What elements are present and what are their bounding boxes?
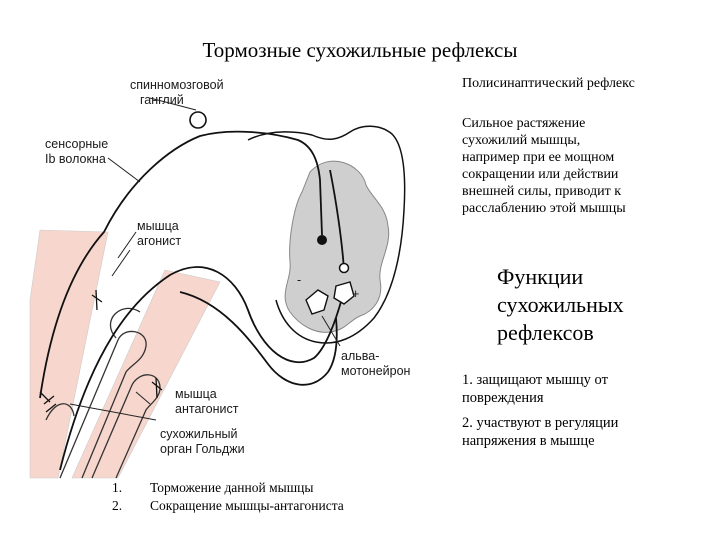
description-line: сухожилий мышцы, — [462, 132, 712, 149]
ganglion-icon — [190, 112, 206, 128]
function-line: повреждения — [462, 389, 712, 407]
function-line: 2. участвуют в регуляции — [462, 414, 712, 432]
excitatory-interneuron-icon — [340, 264, 349, 273]
functions-heading-line: сухожильных — [497, 291, 687, 319]
description-line: внешней силы, приводит к — [462, 183, 712, 200]
description-line: например при ее мощном — [462, 149, 712, 166]
functions-heading-line: Функции — [497, 263, 687, 291]
description-line: Сильное растяжение — [462, 115, 712, 132]
list-text: Сокращение мышцы-антагониста — [150, 497, 344, 515]
function-item: 2. участвуют в регуляции напряжения в мы… — [462, 414, 712, 450]
functions-list: 1. защищают мышцу от повреждения 2. учас… — [462, 371, 712, 457]
list-number: 2. — [112, 497, 150, 515]
inhibitory-interneuron-icon — [317, 235, 327, 245]
reflex-description: Сильное растяжение сухожилий мышцы, напр… — [462, 115, 712, 217]
list-text: Торможение данной мышцы — [150, 479, 313, 497]
label-minus-sign: - — [297, 273, 301, 287]
bottom-list-item: 1. Торможение данной мышцы — [112, 479, 344, 497]
gray-matter-shape — [285, 161, 389, 332]
function-line: 1. защищают мышцу от — [462, 371, 712, 389]
functions-heading-line: рефлексов — [497, 319, 687, 347]
function-item: 1. защищают мышцу от повреждения — [462, 371, 712, 407]
label-plus-sign: + — [352, 287, 359, 301]
page-title: Тормозные сухожильные рефлексы — [0, 38, 720, 63]
description-line: расслаблению этой мышцы — [462, 200, 712, 217]
bottom-numbered-list: 1. Торможение данной мышцы 2. Сокращение… — [112, 479, 344, 515]
polysynaptic-reflex-title: Полисинаптический рефлекс — [462, 75, 635, 92]
function-line: напряжения в мышце — [462, 432, 712, 450]
description-line: сокращении или действии — [462, 166, 712, 183]
list-number: 1. — [112, 479, 150, 497]
functions-heading: Функции сухожильных рефлексов — [497, 263, 687, 347]
bottom-list-item: 2. Сокращение мышцы-антагониста — [112, 497, 344, 515]
label-alpha-motoneuron: альва-мотонейрон — [341, 349, 411, 378]
